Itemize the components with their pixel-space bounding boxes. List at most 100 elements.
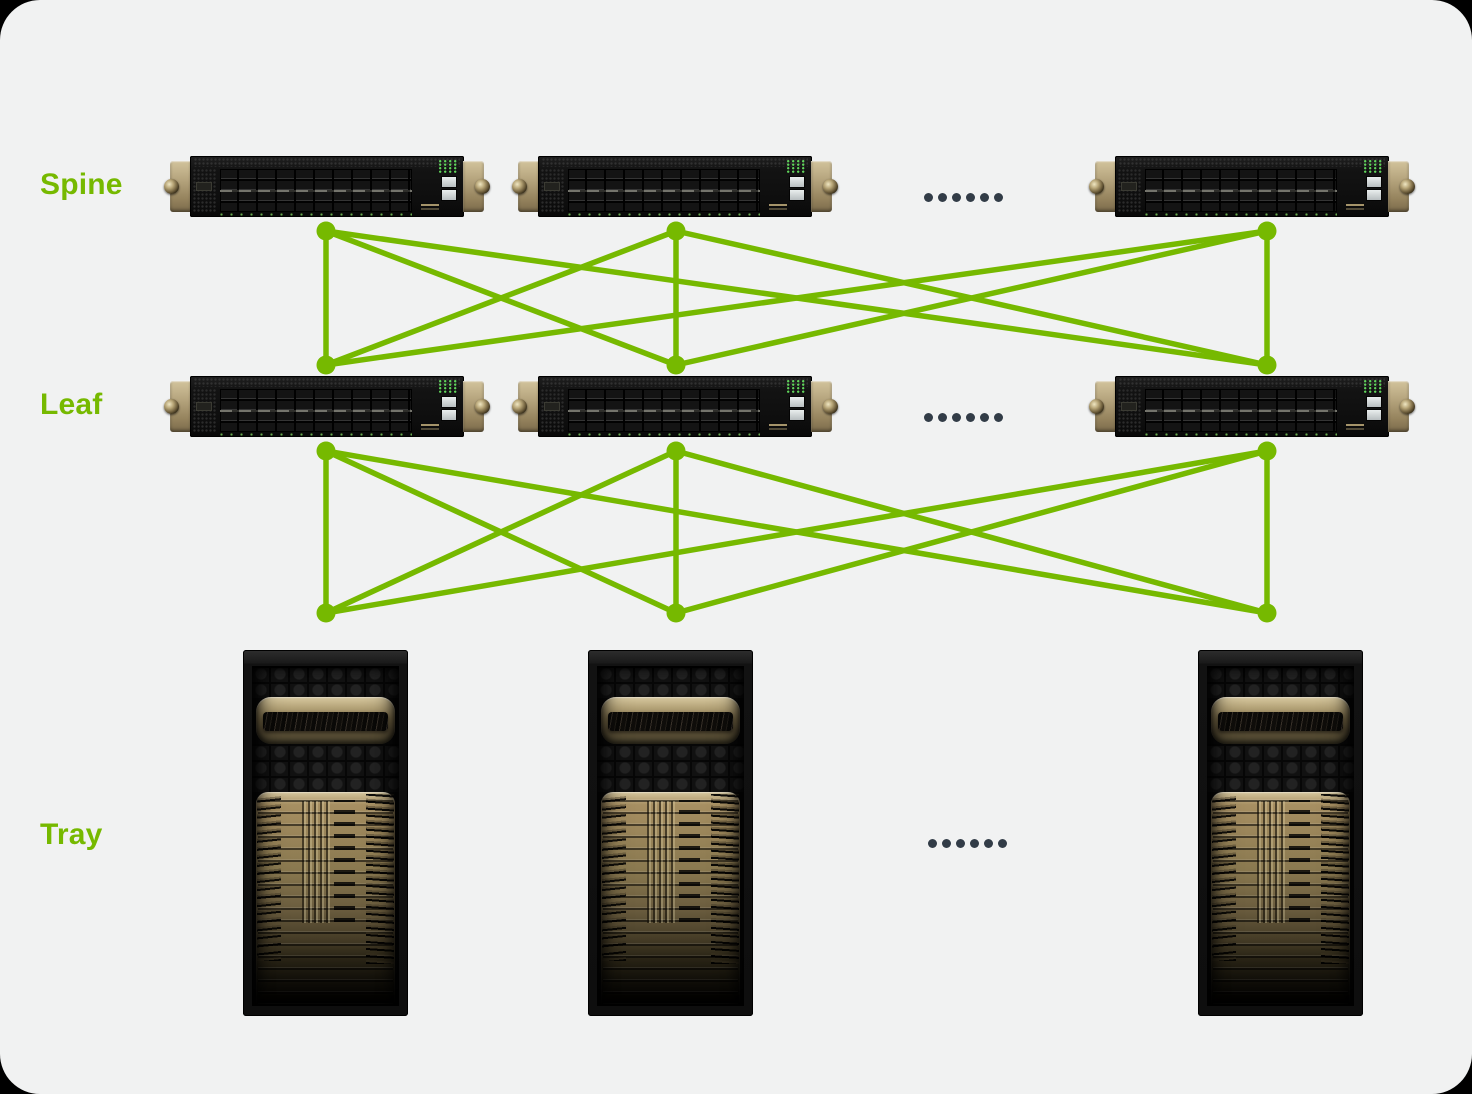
mesh-node bbox=[316, 441, 336, 461]
dot bbox=[952, 412, 961, 422]
tray-connectors bbox=[678, 800, 700, 922]
cable-bundle bbox=[608, 712, 733, 731]
switch-chassis bbox=[190, 156, 464, 217]
mgmt-port-1 bbox=[1366, 396, 1382, 408]
mgmt-port-1 bbox=[1366, 176, 1382, 188]
thumbscrew bbox=[1089, 178, 1104, 194]
vent-grid bbox=[1119, 378, 1385, 387]
vendor-logo bbox=[421, 204, 439, 206]
leaf-switch-3 bbox=[1089, 376, 1415, 437]
rack-ear-right bbox=[811, 161, 838, 212]
switch-chassis bbox=[538, 376, 812, 437]
tray-row-label: Tray bbox=[40, 818, 103, 851]
spine-switch-2 bbox=[512, 156, 838, 217]
thumbscrew bbox=[164, 178, 179, 194]
mesh-node bbox=[1257, 603, 1277, 623]
vent-grid bbox=[542, 158, 808, 167]
led-indicators bbox=[1364, 160, 1384, 173]
spine-ellipsis-dots bbox=[924, 192, 1003, 202]
tray-rack-3 bbox=[1198, 650, 1363, 1016]
status-led-row bbox=[568, 213, 760, 216]
thumbscrew bbox=[1400, 178, 1415, 194]
rack-ear-left bbox=[1089, 161, 1116, 212]
mesh-node bbox=[316, 221, 336, 241]
dot bbox=[980, 192, 989, 202]
led-indicators bbox=[439, 160, 459, 173]
mesh-edge-leaf-to-tray bbox=[323, 448, 1270, 616]
dot bbox=[966, 192, 975, 202]
switch-chassis bbox=[190, 376, 464, 437]
vendor-logo bbox=[421, 424, 439, 426]
mesh-node bbox=[316, 603, 336, 623]
port-label-strip bbox=[568, 190, 760, 192]
rack-ear-left bbox=[512, 161, 539, 212]
mgmt-port-1 bbox=[441, 176, 457, 188]
compute-tray-stack bbox=[256, 792, 395, 1006]
mesh-node bbox=[316, 355, 336, 375]
vent-grid bbox=[194, 378, 460, 387]
vendor-logo bbox=[769, 204, 787, 206]
thumbscrew bbox=[164, 398, 179, 414]
dot bbox=[966, 412, 975, 422]
dot bbox=[984, 838, 993, 848]
vendor-logo bbox=[769, 424, 787, 426]
mesh-node bbox=[666, 603, 686, 623]
mgmt-port-2 bbox=[1366, 189, 1382, 201]
dot bbox=[994, 192, 1003, 202]
port-label-strip bbox=[568, 410, 760, 412]
cable-bundle-left bbox=[1212, 796, 1236, 961]
left-vent-panel bbox=[193, 169, 217, 213]
console-port bbox=[1121, 402, 1137, 411]
thumbscrew bbox=[1400, 398, 1415, 414]
rack-interior bbox=[1207, 666, 1354, 1006]
console-port bbox=[196, 182, 212, 191]
thumbscrew bbox=[512, 178, 527, 194]
rack-ear-right bbox=[1388, 381, 1415, 432]
vent-grid bbox=[194, 158, 460, 167]
cable-bundle-left bbox=[602, 796, 626, 961]
left-vent-panel bbox=[541, 169, 565, 213]
tray-ellipsis-dots bbox=[928, 838, 1007, 848]
mesh-edge-leaf-to-tray bbox=[673, 448, 1270, 616]
nvlink-switch-tray bbox=[256, 697, 395, 744]
thumbscrew bbox=[475, 178, 490, 194]
fan-grid-top bbox=[252, 666, 399, 698]
leaf-switch-1 bbox=[164, 376, 490, 437]
management-panel bbox=[1340, 159, 1386, 213]
heatsink-fins bbox=[301, 801, 332, 923]
mgmt-port-1 bbox=[789, 176, 805, 188]
status-led-row bbox=[568, 433, 760, 436]
console-port bbox=[544, 182, 560, 191]
port-label-strip bbox=[220, 410, 412, 412]
dot bbox=[924, 192, 933, 202]
cable-bundle bbox=[1218, 712, 1343, 731]
fan-grid-top bbox=[597, 666, 744, 698]
cable-bundle-right bbox=[711, 794, 739, 964]
left-vent-panel bbox=[193, 389, 217, 433]
dot bbox=[956, 838, 965, 848]
rack-ear-right bbox=[463, 161, 490, 212]
mesh-node bbox=[1257, 441, 1277, 461]
spine-row-label: Spine bbox=[40, 168, 123, 201]
thumbscrew bbox=[1089, 398, 1104, 414]
mesh-edge-leaf-to-tray bbox=[323, 448, 679, 616]
rack-ear-right bbox=[463, 381, 490, 432]
thumbscrew bbox=[512, 398, 527, 414]
dot bbox=[938, 192, 947, 202]
management-panel bbox=[763, 159, 809, 213]
status-led-row bbox=[220, 433, 412, 436]
console-port bbox=[196, 402, 212, 411]
tray-connectors bbox=[1288, 800, 1310, 922]
heatsink-fins bbox=[1256, 801, 1287, 923]
dot bbox=[970, 838, 979, 848]
mesh-node bbox=[666, 221, 686, 241]
heatsink-fins bbox=[646, 801, 677, 923]
management-panel bbox=[415, 379, 461, 433]
led-indicators bbox=[787, 380, 807, 393]
mgmt-port-2 bbox=[789, 409, 805, 421]
leaf-row-label: Leaf bbox=[40, 388, 103, 421]
compute-tray-stack bbox=[1211, 792, 1350, 1006]
rack-ear-left bbox=[164, 161, 191, 212]
led-indicators bbox=[787, 160, 807, 173]
dot bbox=[938, 412, 947, 422]
